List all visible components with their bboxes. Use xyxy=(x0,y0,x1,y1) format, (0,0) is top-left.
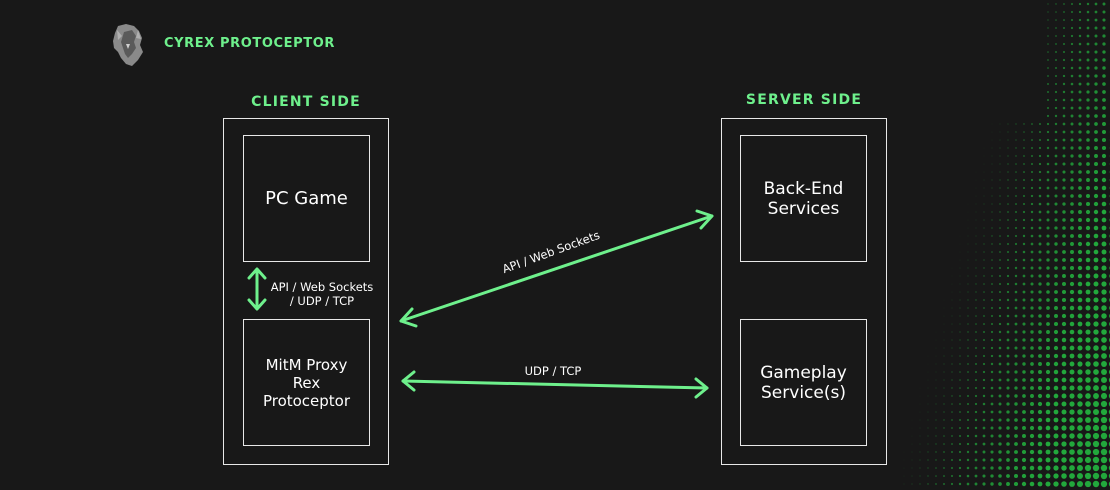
gameplay-services-box: Gameplay Service(s) xyxy=(740,319,867,446)
client-link-arrow xyxy=(247,267,267,311)
lion-head-icon xyxy=(113,24,143,66)
api-websocket-arrow xyxy=(399,209,714,328)
udp-tcp-arrow xyxy=(401,370,709,399)
client-side-title: CLIENT SIDE xyxy=(251,94,361,110)
pc-game-label: PC Game xyxy=(265,188,348,209)
server-side-title: SERVER SIDE xyxy=(745,92,863,108)
client-side-box xyxy=(223,118,389,465)
mitm-proxy-box: MitM Proxy Rex Protoceptor xyxy=(243,319,370,446)
gameplay-services-label: Gameplay Service(s) xyxy=(760,362,847,403)
brand-name: CYREX PROTOCEPTOR xyxy=(164,36,335,51)
mitm-proxy-label: MitM Proxy Rex Protoceptor xyxy=(262,355,351,410)
pc-game-box: PC Game xyxy=(243,135,370,262)
client-link-label: API / Web Sockets / UDP / TCP xyxy=(270,280,374,308)
udp-tcp-label: UDP / TCP xyxy=(524,364,582,378)
server-side-box xyxy=(721,118,887,465)
backend-services-box: Back-End Services xyxy=(740,135,867,262)
backend-services-label: Back-End Services xyxy=(763,178,844,219)
